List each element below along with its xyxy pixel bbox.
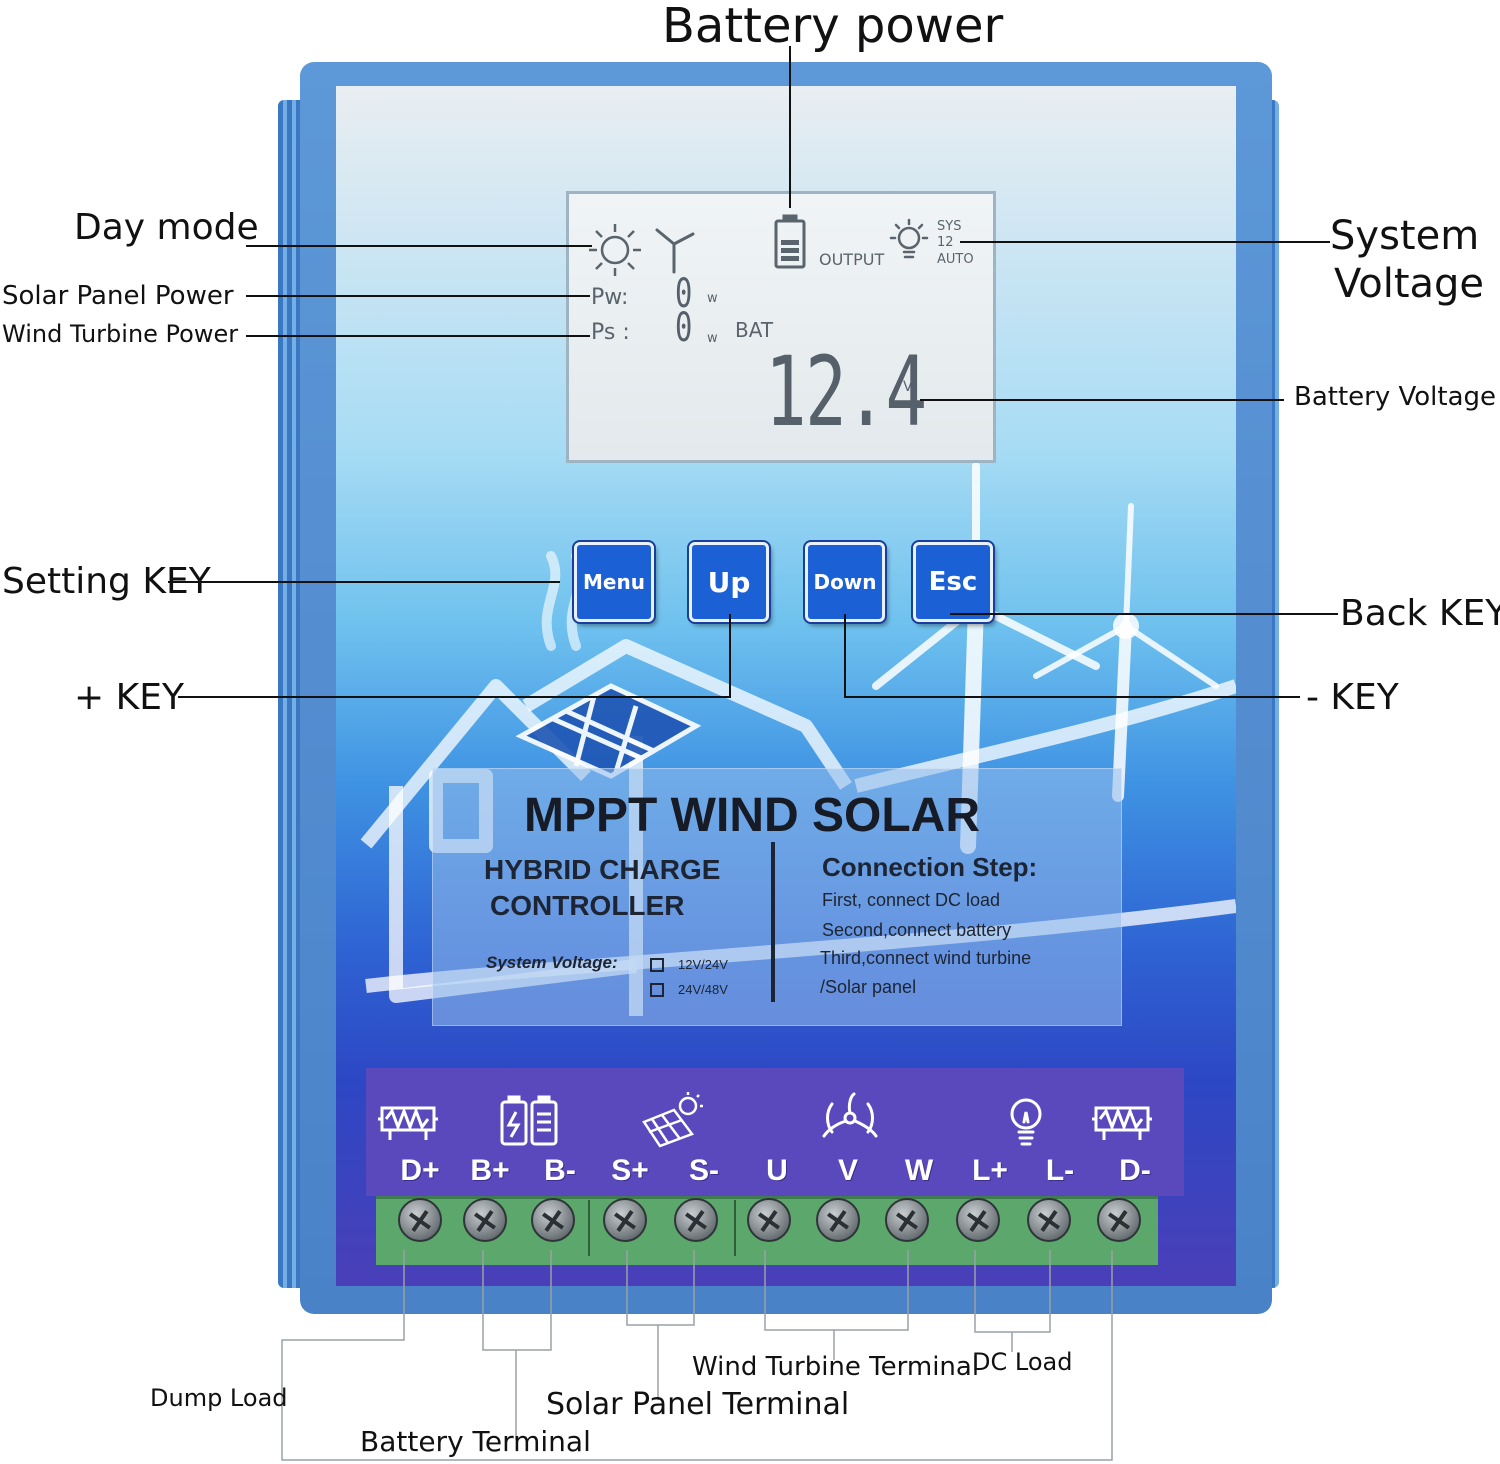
- wind-turbine-icon: [822, 1092, 878, 1138]
- callout-day-mode: Day mode: [74, 207, 259, 248]
- callout-minus-key: - KEY: [1306, 677, 1399, 718]
- callout-system-voltage-line1: System: [1330, 213, 1480, 259]
- lcd-bat-label: BAT: [735, 318, 774, 342]
- option-12v-24v: 12V/24V: [678, 957, 728, 972]
- lcd-ps-unit: w: [707, 331, 718, 346]
- product-title: MPPT WIND SOLAR: [524, 789, 980, 842]
- terminal-label-b-plus: B+: [470, 1154, 510, 1187]
- terminal-screw-v[interactable]: [816, 1198, 860, 1242]
- lcd-output-label: OUTPUT: [819, 250, 885, 269]
- callout-system-voltage-line2: Voltage: [1334, 261, 1485, 307]
- lcd-ps-label: Ps :: [591, 320, 630, 345]
- callout-setting-key: Setting KEY: [2, 561, 211, 602]
- terminal-label-v: V: [837, 1154, 858, 1187]
- product-subtitle-line2: CONTROLLER: [490, 890, 685, 921]
- callout-solar-panel-power: Solar Panel Power: [2, 281, 234, 311]
- lcd-battery-voltage: 12.4: [765, 336, 927, 448]
- lcd-pw-value: 0: [675, 271, 693, 317]
- callout-wind-turbine-power: Wind Turbine Power: [2, 320, 239, 348]
- terminal-screw-b-minus[interactable]: [531, 1198, 575, 1242]
- callout-solar-panel-terminal: Solar Panel Terminal: [546, 1387, 850, 1422]
- connection-step-1: First, connect DC load: [822, 890, 1001, 910]
- solar-panel-icon: [642, 1092, 703, 1148]
- terminal-group-separator: [588, 1200, 590, 1256]
- terminal-label-u: U: [766, 1154, 788, 1187]
- terminal-group-separator: [734, 1200, 736, 1256]
- product-label: [432, 768, 1122, 1026]
- connection-step-title: Connection Step:: [822, 852, 1038, 882]
- menu-button[interactable]: Menu: [574, 542, 654, 622]
- lcd-display: OUTPUT SYS 12 AUTO Pw: 0 w Ps : 0 w BAT …: [566, 191, 996, 463]
- terminal-label-l-minus: L-: [1045, 1154, 1075, 1187]
- label-divider: [771, 842, 775, 1002]
- down-button[interactable]: Down: [805, 542, 885, 622]
- terminal-screw-l-minus[interactable]: [1027, 1198, 1071, 1242]
- callout-plus-key: + KEY: [74, 677, 184, 718]
- terminal-screw-s-minus[interactable]: [674, 1198, 718, 1242]
- terminal-label-s-minus: S-: [689, 1154, 719, 1187]
- battery-icon: [500, 1095, 558, 1146]
- dump-load-icon: [1092, 1106, 1152, 1140]
- checkbox-24v-48v: [650, 983, 664, 997]
- option-24v-48v: 24V/48V: [678, 982, 728, 997]
- connection-step-3: Third,connect wind turbine: [820, 948, 1032, 968]
- lcd-auto-label: AUTO: [937, 252, 974, 267]
- product-subtitle-line1: HYBRID CHARGE: [484, 854, 721, 885]
- terminal-label-w: W: [904, 1154, 934, 1187]
- callout-dc-load: DC Load: [972, 1348, 1073, 1376]
- lcd-pw-label: Pw:: [591, 285, 629, 310]
- terminal-screw-d-minus[interactable]: [1097, 1198, 1141, 1242]
- sun-icon: [589, 224, 641, 276]
- callout-battery-power: Battery power: [662, 0, 1004, 54]
- up-button[interactable]: Up: [689, 542, 769, 622]
- lcd-pw-unit: w: [707, 291, 718, 306]
- terminal-screw-d-plus[interactable]: [398, 1198, 442, 1242]
- terminal-label-b-minus: B-: [544, 1154, 576, 1187]
- connection-step-2: Second,connect battery: [822, 920, 1012, 940]
- dump-load-icon: [378, 1106, 438, 1140]
- esc-button[interactable]: Esc: [913, 542, 993, 622]
- battery-icon: [774, 214, 806, 269]
- light-bulb-icon: [1010, 1098, 1042, 1146]
- terminal-screw-s-plus[interactable]: [603, 1198, 647, 1242]
- light-bulb-icon: [889, 218, 929, 259]
- callout-battery-terminal: Battery Terminal: [360, 1425, 591, 1458]
- terminal-label-l-plus: L+: [972, 1154, 1008, 1187]
- terminal-screw-u[interactable]: [747, 1198, 791, 1242]
- terminal-label-d-plus: D+: [400, 1154, 440, 1187]
- callout-wind-turbine-terminal: Wind Turbine Terminal: [692, 1352, 980, 1382]
- connection-step-4: /Solar panel: [820, 977, 917, 997]
- terminal-label-s-plus: S+: [611, 1154, 649, 1187]
- lcd-ps-value: 0: [675, 305, 693, 351]
- terminal-screw-w[interactable]: [885, 1198, 929, 1242]
- terminal-label-d-minus: D-: [1119, 1154, 1151, 1187]
- callout-dump-load: Dump Load: [150, 1384, 288, 1412]
- wind-turbine-icon: [655, 228, 695, 274]
- lcd-sys-label: SYS: [937, 219, 962, 234]
- callout-back-key: Back KEY: [1340, 593, 1500, 634]
- terminal-screw-b-plus[interactable]: [463, 1198, 507, 1242]
- callout-battery-voltage: Battery Voltage: [1294, 382, 1497, 412]
- lcd-voltage-unit: V: [903, 379, 913, 395]
- checkbox-12v-24v: [650, 958, 664, 972]
- terminal-screw-l-plus[interactable]: [956, 1198, 1000, 1242]
- system-voltage-label: System Voltage:: [486, 953, 618, 972]
- lcd-sys-value: 12: [937, 235, 954, 250]
